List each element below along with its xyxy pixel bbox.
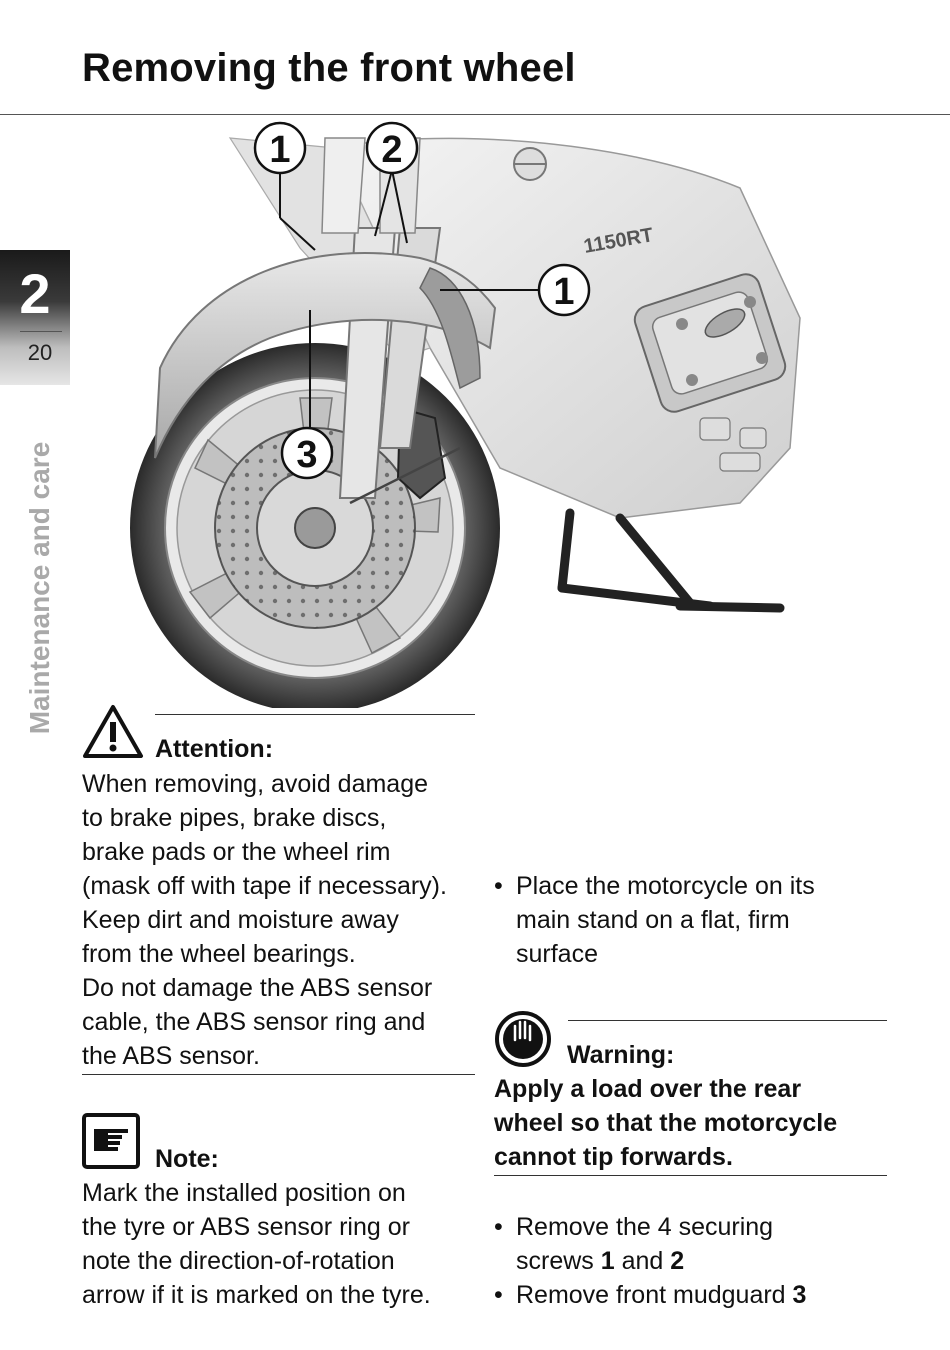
step-list-2: Remove the 4 securing screws 1 and 2 Rem… (494, 1210, 914, 1312)
part-ref: 2 (670, 1247, 685, 1275)
attention-line: to brake pipes, brake discs, (82, 804, 387, 832)
attention-line: Keep dirt and moisture away (82, 906, 399, 934)
callout-leaders (279, 169, 538, 428)
warning-line: cannot tip forwards. (494, 1143, 733, 1171)
step-line: screws 1 and 2 (516, 1244, 914, 1278)
attention-line: from the wheel bearings. (82, 940, 356, 968)
section-side-label: Maintenance and care (24, 441, 55, 735)
svg-text:2: 2 (381, 129, 402, 171)
chapter-tab (0, 250, 70, 385)
callout-2: 2 (365, 121, 419, 175)
warning-bottom-rule (494, 1175, 887, 1176)
list-item: Place the motorcycle on its main stand o… (494, 869, 894, 971)
callout-1-right: 1 (537, 263, 591, 317)
attention-line: the ABS sensor. (82, 1042, 260, 1070)
note-heading: Note: (155, 1145, 219, 1173)
attention-bottom-rule (82, 1074, 475, 1075)
step-list-1: Place the motorcycle on its main stand o… (494, 869, 894, 971)
step-text: and (614, 1247, 671, 1275)
note-text: Mark the installed position on the tyre … (82, 1176, 482, 1312)
warning-line: Apply a load over the rear (494, 1075, 802, 1103)
callout-1-top: 1 (253, 121, 307, 175)
attention-line: brake pads or the wheel rim (82, 838, 391, 866)
attention-line: When removing, avoid damage (82, 770, 429, 798)
note-line: the tyre or ABS sensor ring or (82, 1213, 410, 1241)
warning-text: Apply a load over the rear wheel so that… (494, 1072, 894, 1174)
page-title: Removing the front wheel (82, 46, 576, 90)
step-line: Place the motorcycle on its (516, 872, 815, 900)
cylinder-head (633, 273, 787, 413)
note-hand-icon (82, 1113, 140, 1174)
abs-sensor-cable (349, 446, 461, 505)
step-line: Remove the 4 securing (516, 1213, 774, 1241)
note-line: note the direction-of-rotation (82, 1247, 395, 1275)
chapter-divider (20, 331, 62, 332)
note-line: Mark the installed position on (82, 1179, 406, 1207)
warning-triangle-icon (82, 704, 144, 765)
warning-top-rule (568, 1020, 887, 1021)
part-ref: 1 (600, 1247, 615, 1275)
page-number: 20 (27, 340, 53, 365)
title-divider (0, 114, 950, 115)
list-item: Remove the 4 securing screws 1 and 2 (494, 1210, 914, 1278)
step-line: surface (516, 940, 598, 968)
attention-line: (mask off with tape if necessary). (82, 872, 447, 900)
stop-hand-icon (494, 1010, 552, 1073)
step-text: screws (516, 1247, 601, 1275)
callout-3: 3 (280, 426, 334, 480)
attention-heading: Attention: (155, 735, 274, 763)
warning-line: wheel so that the motorcycle (494, 1109, 838, 1137)
main-stand (557, 508, 785, 613)
svg-text:3: 3 (296, 434, 317, 476)
chapter-number: 2 (19, 262, 51, 325)
svg-text:1: 1 (269, 129, 290, 171)
svg-text:1: 1 (553, 271, 574, 313)
warning-heading: Warning: (567, 1041, 675, 1069)
front-mudguard (154, 251, 497, 459)
note-line: arrow if it is marked on the tyre. (82, 1281, 431, 1309)
step-line: main stand on a flat, firm (516, 906, 790, 934)
part-ref: 3 (792, 1281, 807, 1309)
step-text: Remove front mudguard (516, 1281, 793, 1309)
motorcycle-drawing: 1150RT (130, 121, 801, 708)
attention-line: Do not damage the ABS sensor (82, 974, 433, 1002)
attention-text: When removing, avoid damage to brake pip… (82, 767, 482, 1073)
attention-top-rule (155, 714, 475, 715)
attention-line: cable, the ABS sensor ring and (82, 1008, 426, 1036)
front-wheel-illustration: 1150RT (100, 118, 820, 708)
list-item: Remove front mudguard 3 (494, 1278, 914, 1312)
